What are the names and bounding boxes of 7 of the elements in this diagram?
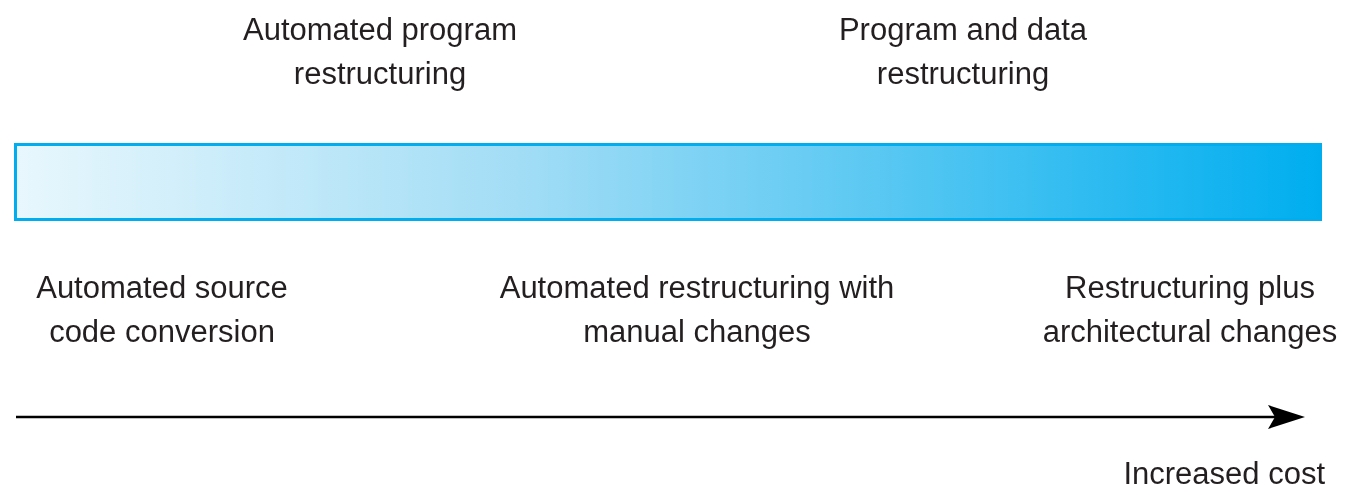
stage-label: Automated restructuring with manual changes [499, 269, 895, 351]
stage-label: Restructuring plus architectural changes [1041, 269, 1339, 351]
stage-label: Automated program restructuring [242, 11, 518, 93]
stage-label: Program and data restructuring [837, 11, 1089, 93]
stage-label: Automated source code conversion [35, 269, 289, 351]
axis-label: Increased cost [1122, 455, 1325, 493]
gradient-bar [14, 143, 1322, 221]
